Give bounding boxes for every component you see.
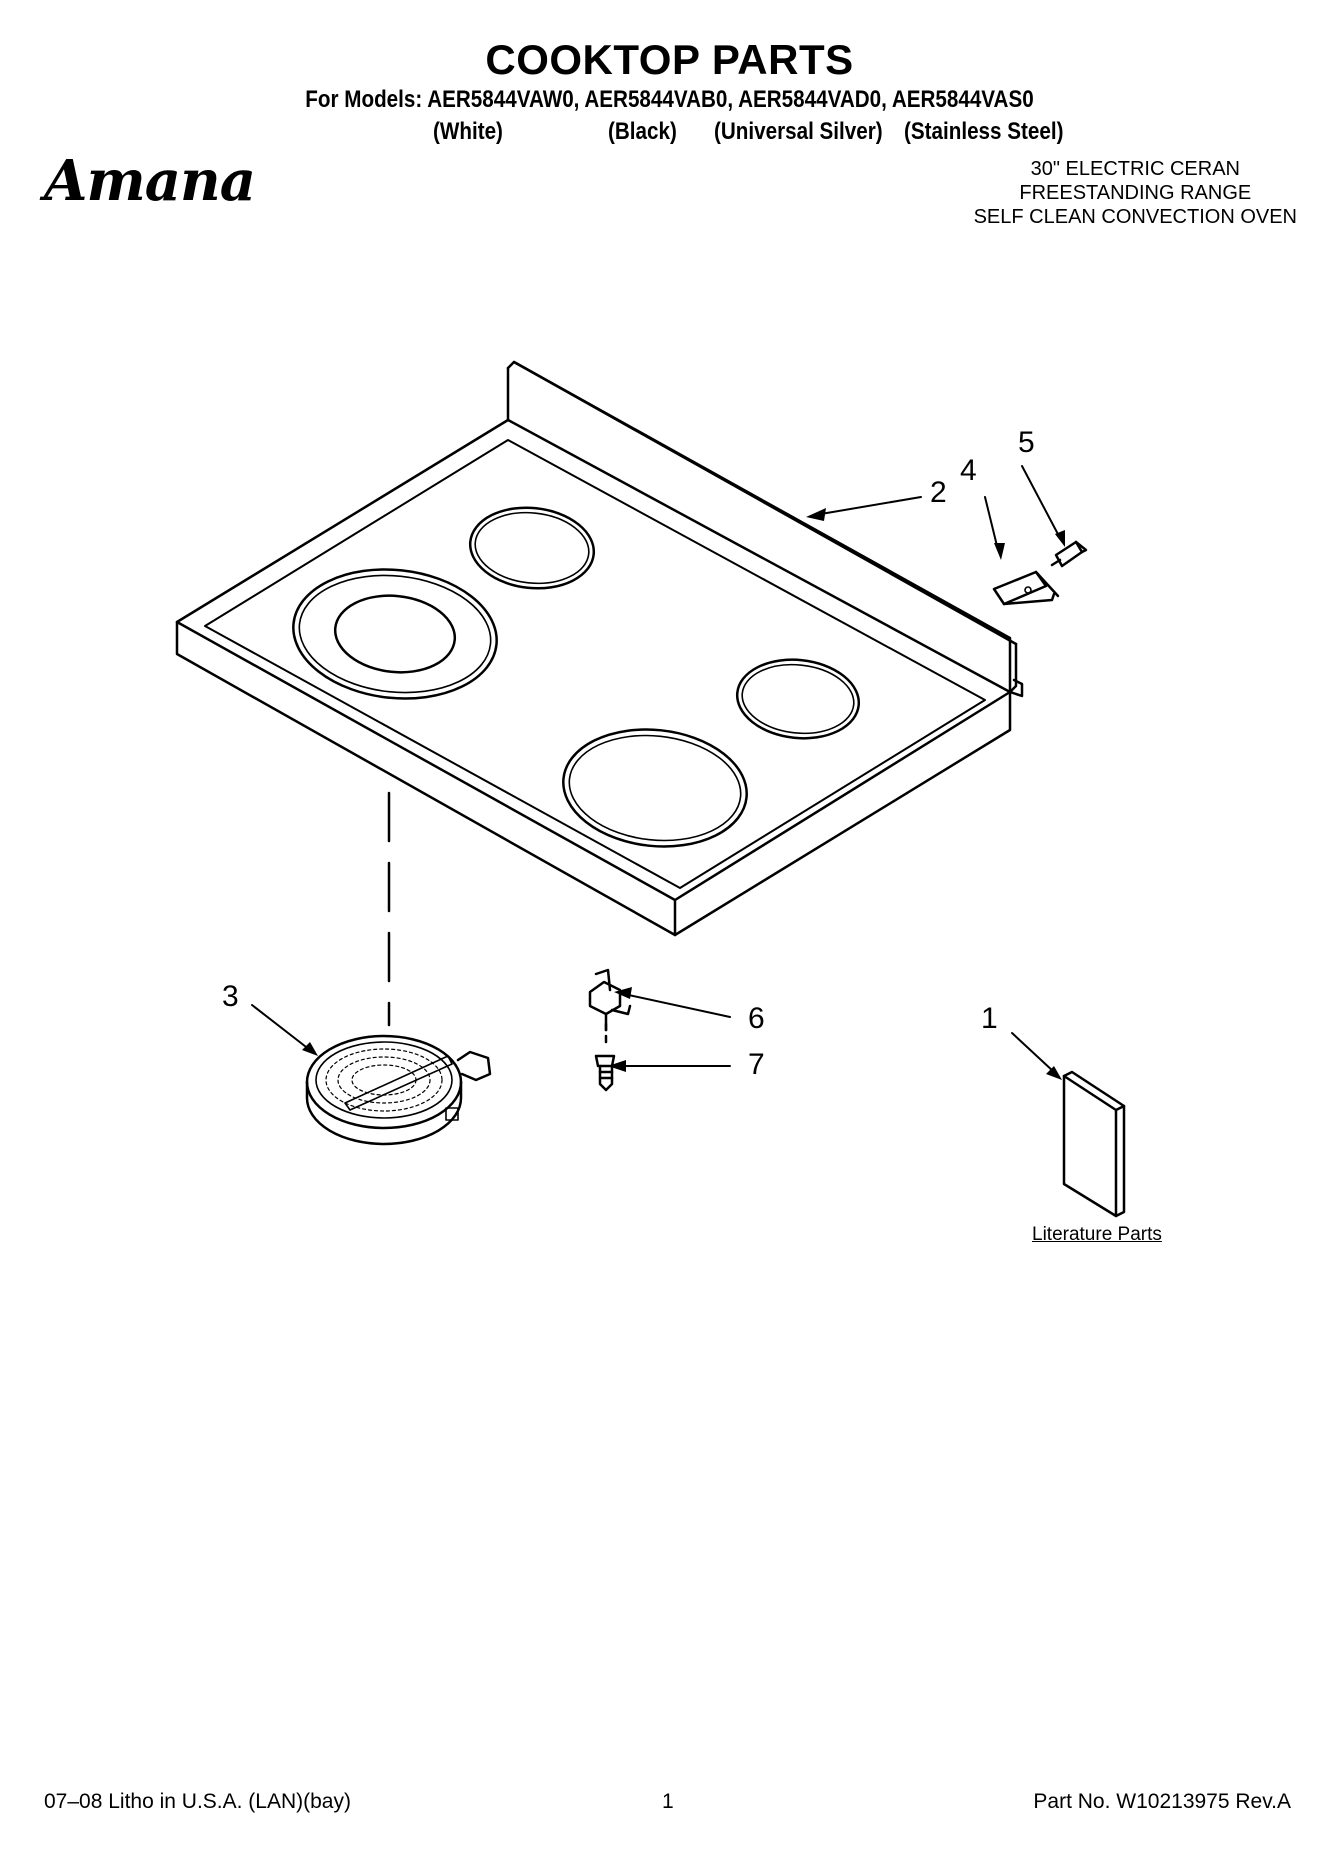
- callout-3: 3: [222, 980, 239, 1013]
- bracket-screw: [594, 1054, 616, 1092]
- product-description: 30" ELECTRIC CERAN FREESTANDING RANGE SE…: [974, 157, 1297, 229]
- footer-page-number: 1: [662, 1790, 674, 1813]
- brand-logo: Amana: [44, 148, 256, 214]
- literature-booklet: [1062, 1070, 1126, 1218]
- callout-5: 5: [1018, 426, 1035, 459]
- description-line-3: SELF CLEAN CONVECTION OVEN: [973, 206, 1297, 228]
- footer-part-number: Part No. W10213975 Rev.A: [1033, 1790, 1291, 1813]
- callout-6: 6: [748, 1002, 765, 1035]
- models-line: For Models: AER5844VAW0, AER5844VAB0, AE…: [305, 86, 1034, 113]
- leader-lines: [251, 465, 1061, 1073]
- mounting-bracket: [588, 968, 632, 1032]
- literature-parts-label: Literature Parts: [1032, 1224, 1162, 1245]
- color-stainless-steel: (Stainless Steel): [904, 118, 1064, 145]
- color-universal-silver: (Universal Silver): [714, 118, 883, 145]
- radiant-element: [305, 1034, 492, 1146]
- callout-2: 2: [930, 476, 947, 509]
- cooktop-glass: [175, 360, 1024, 937]
- description-line-2: FREESTANDING RANGE: [1019, 182, 1252, 204]
- color-white: (White): [433, 118, 503, 145]
- callout-4: 4: [960, 454, 977, 487]
- bracket-clip: [992, 570, 1060, 606]
- description-line-1: 30" ELECTRIC CERAN: [1030, 158, 1240, 180]
- footer-print-info: 07–08 Litho in U.S.A. (LAN)(bay): [44, 1790, 351, 1813]
- callout-1: 1: [981, 1002, 998, 1035]
- mounting-screw: [1050, 540, 1088, 568]
- page-title: COOKTOP PARTS: [485, 36, 854, 83]
- arrow-heads: [302, 508, 1065, 1080]
- color-black: (Black): [608, 118, 677, 145]
- callout-7: 7: [748, 1048, 765, 1081]
